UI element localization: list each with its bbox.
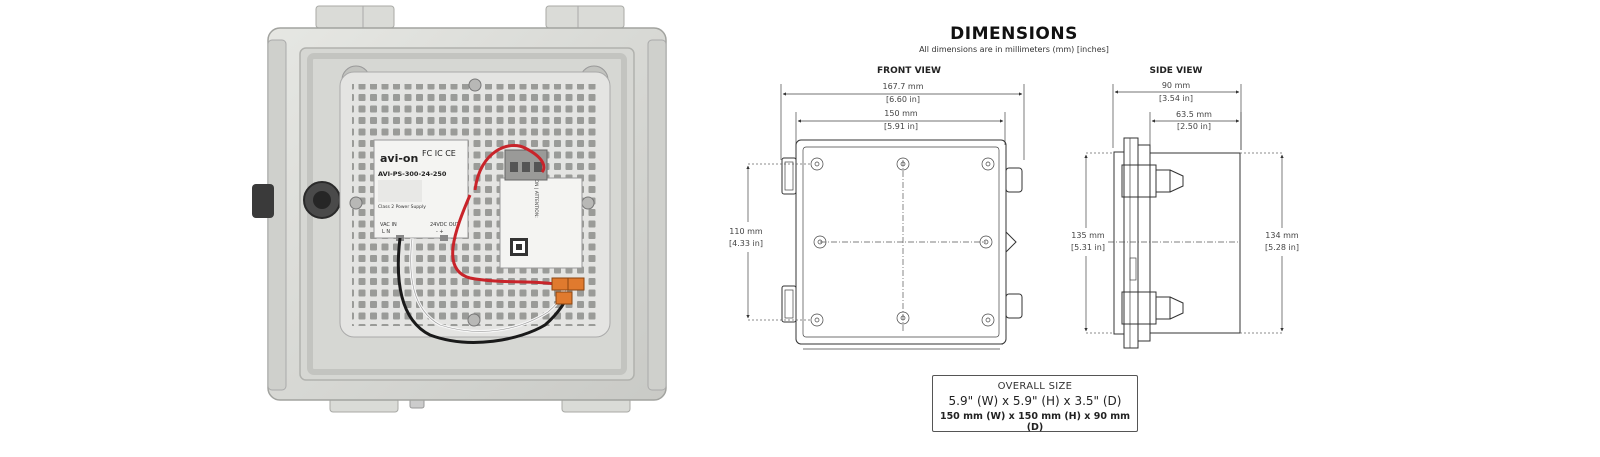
vdc-terminals: - +	[436, 229, 444, 235]
vac-terminals: L N	[382, 229, 390, 235]
vac-label: VAC IN	[380, 222, 397, 228]
side-body-depth-in: [2.50 in]	[1177, 122, 1211, 131]
side-overall-height-mm: 135 mm	[1071, 231, 1105, 240]
overall-size-box: OVERALL SIZE 5.9" (W) x 5.9" (H) x 3.5" …	[932, 375, 1138, 433]
enclosure-photo: avi-on FC IC CE AVI-PS-300-24-250 Class …	[252, 5, 667, 413]
overall-size-inches: 5.9" (W) x 5.9" (H) x 3.5" (D)	[948, 394, 1122, 408]
side-overall-depth-in: [3.54 in]	[1159, 94, 1193, 103]
cert-label: FC IC CE	[422, 149, 456, 158]
model-label: AVI-PS-300-24-250	[378, 170, 447, 178]
side-overall-height-in: [5.31 in]	[1071, 243, 1105, 252]
front-body-width-in: [5.91 in]	[884, 122, 918, 131]
side-overall-depth-mm: 90 mm	[1162, 81, 1191, 90]
front-view-label: FRONT VIEW	[877, 66, 941, 76]
side-body-height-mm: 134 mm	[1265, 231, 1299, 240]
side-body-height-in: [5.28 in]	[1265, 243, 1299, 252]
front-view-outline	[781, 139, 1023, 350]
class-label: Class 2 Power Supply	[378, 204, 426, 210]
front-overall-width-in: [6.60 in]	[886, 95, 920, 104]
top-hinge-left	[315, 5, 395, 29]
front-hole-spacing-in: [4.33 in]	[729, 239, 763, 248]
front-hole-spacing-mm: 110 mm	[729, 227, 763, 236]
side-view-label: SIDE VIEW	[1150, 66, 1203, 76]
overall-size-millimeters: 150 mm (W) x 150 mm (H) x 90 mm (D)	[939, 411, 1131, 433]
screw-icon	[468, 78, 482, 92]
side-body-depth-mm: 63.5 mm	[1176, 110, 1212, 119]
screw-icon	[467, 313, 481, 327]
page-title: DIMENSIONS	[950, 24, 1078, 44]
front-body-width-mm: 150 mm	[884, 109, 918, 118]
lever-connectors	[551, 277, 585, 305]
page-subtitle: All dimensions are in millimeters (mm) […	[919, 45, 1109, 54]
front-overall-width-mm: 167.7 mm	[882, 82, 923, 91]
side-view-outline	[1108, 137, 1241, 349]
caution-label: CAUTION | ATTENTION:	[533, 166, 539, 218]
brand-label: avi-on	[380, 152, 418, 165]
mount-hole-icon	[810, 157, 995, 327]
wiring	[396, 143, 572, 344]
power-supply-module: avi-on FC IC CE AVI-PS-300-24-250 Class …	[373, 139, 469, 241]
cable-gland	[252, 181, 341, 219]
controller-module: CAUTION | ATTENTION:	[499, 149, 583, 269]
screw-icon	[349, 196, 363, 210]
overall-size-title: OVERALL SIZE	[997, 381, 1073, 392]
top-hinge-right	[545, 5, 625, 29]
screw-icon	[581, 196, 595, 210]
vdc-label: 24VDC OUT	[430, 222, 460, 228]
